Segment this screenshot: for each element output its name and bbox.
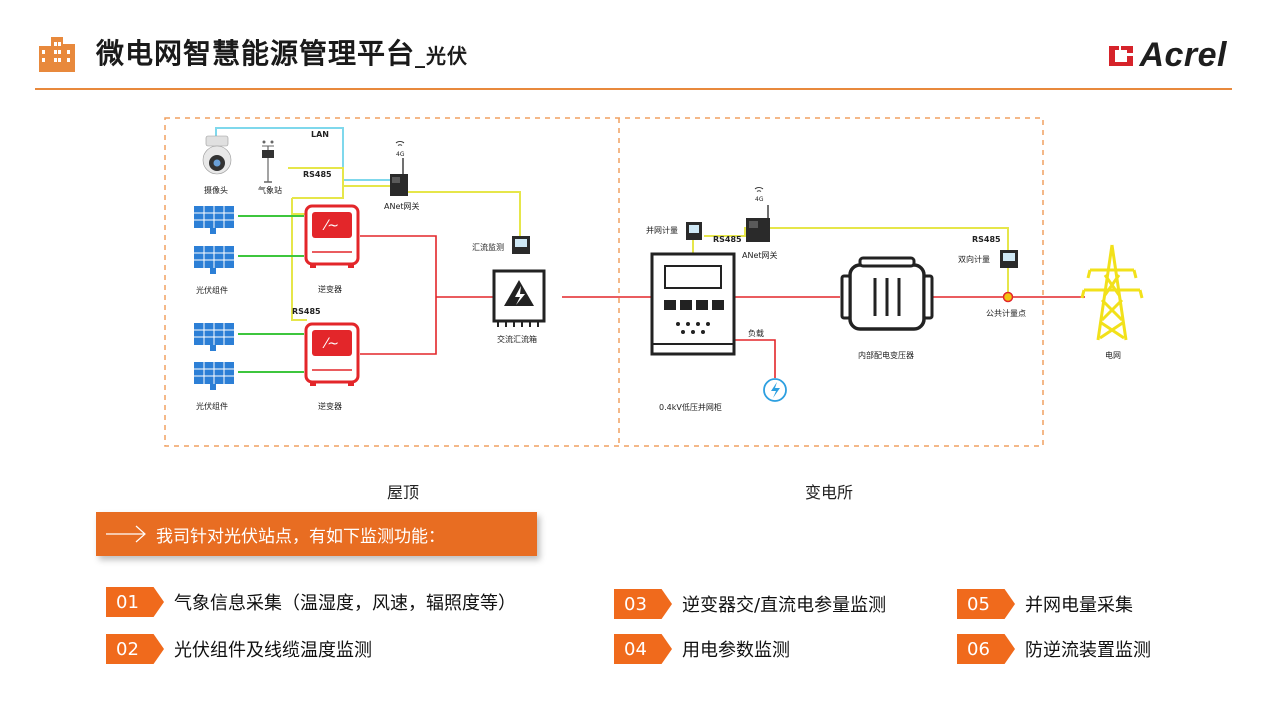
power-line-load <box>735 339 776 378</box>
rs485-line-inverters <box>291 198 307 321</box>
weather-station-icon <box>262 140 274 183</box>
rs485-line-gateway-left <box>292 186 344 199</box>
feature-item: 04 用电参数监测 <box>614 632 790 666</box>
load-label: 负载 <box>748 328 764 338</box>
feature-number: 05 <box>957 589 1015 619</box>
meter-icon <box>1000 250 1018 268</box>
lan-label: LAN <box>311 130 329 139</box>
title-main: 微电网智慧能源管理平台 <box>96 37 416 70</box>
feature-item: 03 逆变器交/直流电参量监测 <box>614 587 886 621</box>
region-border <box>164 117 1044 447</box>
building-icon <box>39 37 75 72</box>
inverter-icon: ⁄~ <box>304 322 360 386</box>
feature-item: 06 防逆流装置监测 <box>957 632 1151 666</box>
region-label-roof: 屋顶 <box>387 483 420 502</box>
brand-logo: Acrel <box>1107 36 1227 75</box>
feature-number: 03 <box>614 589 672 619</box>
grid-meter-label: 并网计量 <box>646 225 678 235</box>
rs485-right2-label: RS485 <box>972 235 1001 244</box>
banner-text: 我司针对光伏站点，有如下监测功能： <box>156 526 445 547</box>
header-divider <box>35 88 1232 90</box>
cabinet-icon <box>650 252 736 356</box>
rs485-right1-label: RS485 <box>713 235 742 244</box>
feature-text: 逆变器交/直流电参量监测 <box>682 595 887 616</box>
camera-label: 摄像头 <box>204 185 228 195</box>
feature-number: 02 <box>106 634 164 664</box>
anet-left-label: ANet网关 <box>384 201 420 211</box>
feature-text: 气象信息采集（温湿度，风速，辐照度等） <box>174 593 516 614</box>
region-label-substation: 变电所 <box>805 483 854 502</box>
svg-text:⁄~: ⁄~ <box>322 218 339 234</box>
power-line-inv1 <box>360 235 437 297</box>
transformer-icon <box>840 256 934 331</box>
weather-label: 气象站 <box>258 185 282 195</box>
bidir-meter-label: 双向计量 <box>958 254 990 264</box>
cabinet-label: 0.4kV低压并网柜 <box>659 402 722 412</box>
ac-combiner-label: 交流汇流箱 <box>497 334 537 344</box>
rs485-mid-label: RS485 <box>292 307 321 316</box>
feature-number: 04 <box>614 634 672 664</box>
brand-name: Acrel <box>1139 36 1227 74</box>
4g-left-label: 4G <box>396 151 405 158</box>
svg-text:⁄~: ⁄~ <box>322 336 339 352</box>
acrel-mark-icon <box>1109 45 1134 66</box>
rs485-top-label: RS485 <box>303 170 332 179</box>
meter-icon <box>686 222 702 240</box>
power-tower-icon <box>1080 244 1144 341</box>
power-line-inv2 <box>360 297 437 355</box>
rs485-line-right <box>704 227 1009 252</box>
pv2-label: 光伏组件 <box>196 401 228 411</box>
feature-text: 用电参数监测 <box>682 640 790 661</box>
4g-right-label: 4G <box>755 196 764 203</box>
meter-icon <box>512 236 530 254</box>
inv1-label: 逆变器 <box>318 284 342 294</box>
rs485-line-weather <box>288 167 390 187</box>
transformer-label: 内部配电变压器 <box>858 350 914 360</box>
page-title: 微电网智慧能源管理平台_光伏 <box>96 32 468 72</box>
solar-panel-icon <box>194 206 234 274</box>
grid-label: 电网 <box>1105 350 1121 360</box>
gateway-left-icon <box>390 141 408 196</box>
pcc-label: 公共计量点 <box>986 308 1026 318</box>
feature-number: 06 <box>957 634 1015 664</box>
solar-panel-icon <box>194 323 234 390</box>
inverter-icon: ⁄~ <box>304 204 360 268</box>
lan-line <box>215 127 390 181</box>
combiner-monitor-label: 汇流监测 <box>472 242 504 252</box>
gateway-right-icon <box>746 187 770 242</box>
features-banner: 我司针对光伏站点，有如下监测功能： <box>96 512 537 556</box>
camera-icon <box>202 135 232 175</box>
arrow-right-icon <box>106 525 146 543</box>
rs485-line-combiner <box>408 191 521 240</box>
feature-item: 01 气象信息采集（温湿度，风速，辐照度等） <box>106 585 516 619</box>
ac-combiner-icon <box>492 269 546 327</box>
feature-number: 01 <box>106 587 164 617</box>
feature-item: 02 光伏组件及线缆温度监测 <box>106 632 372 666</box>
load-icon <box>763 378 787 402</box>
inv2-label: 逆变器 <box>318 401 342 411</box>
title-sub: _光伏 <box>415 44 469 68</box>
pv1-label: 光伏组件 <box>196 285 228 295</box>
feature-text: 光伏组件及线缆温度监测 <box>174 640 372 661</box>
anet-right-label: ANet网关 <box>742 250 778 260</box>
feature-text: 并网电量采集 <box>1025 595 1133 616</box>
pcc-point <box>1002 291 1014 303</box>
feature-item: 05 并网电量采集 <box>957 587 1133 621</box>
feature-text: 防逆流装置监测 <box>1025 640 1151 661</box>
